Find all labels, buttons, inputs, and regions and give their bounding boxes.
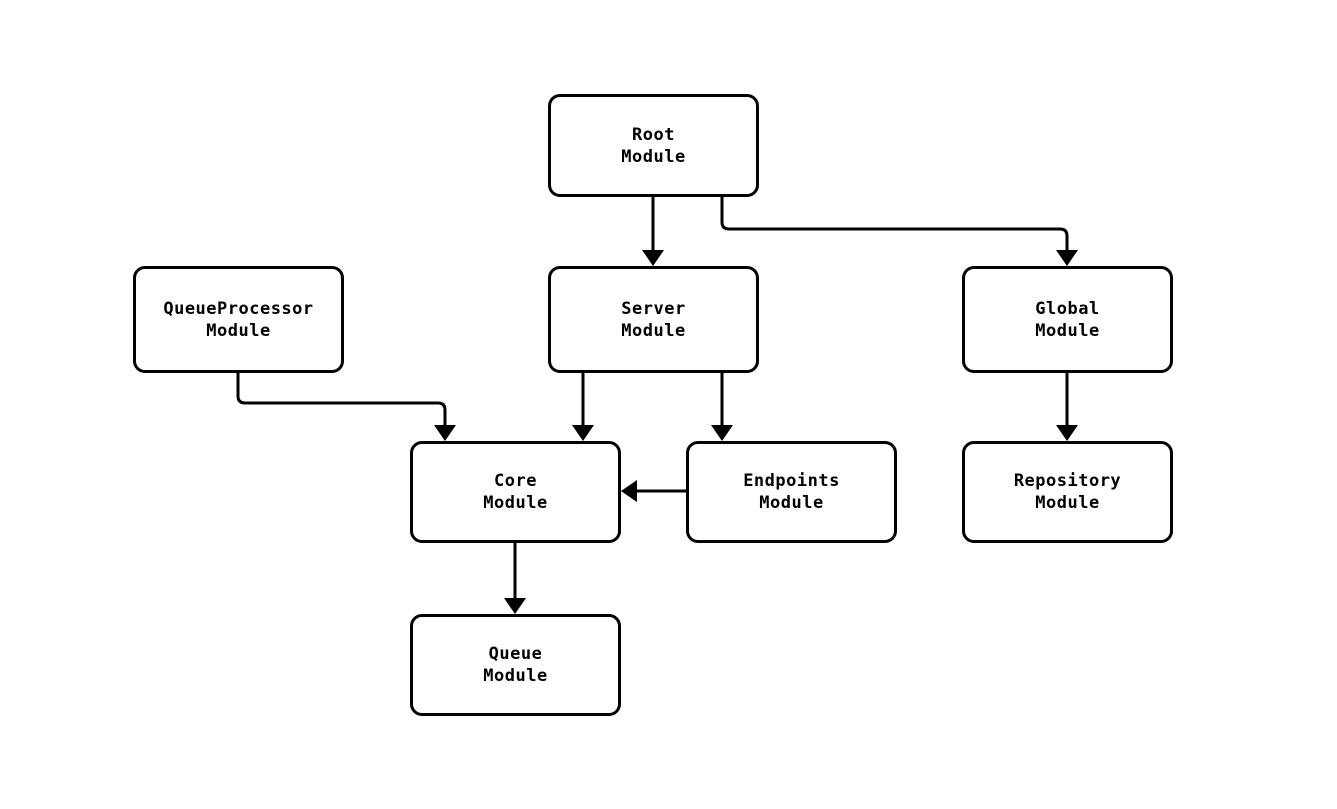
edge-root-to-global [720,197,1069,258]
arrowhead-core-to-queue [504,598,526,614]
node-global[interactable]: Global Module [962,266,1173,373]
node-repository-label: Repository Module [1013,471,1122,513]
node-server[interactable]: Server Module [548,266,759,373]
node-global-label: Global Module [1035,298,1100,341]
arrowhead-root-to-global [1056,250,1078,266]
node-repository[interactable]: Repository Module [962,441,1173,543]
node-core[interactable]: Core Module [410,441,621,543]
node-endpoints-label: Endpoints Module [743,471,840,513]
arrowhead-queueprocessor-to-core [434,425,456,441]
node-server-label: Server Module [621,298,686,341]
arrowhead-server-to-endpoints [711,425,733,441]
arrowhead-root-to-server [642,250,664,266]
node-queueprocessor-label: QueueProcessor Module [163,298,314,341]
node-endpoints[interactable]: Endpoints Module [686,441,897,543]
arrowhead-server-to-core [572,425,594,441]
node-queue-label: Queue Module [483,644,548,686]
node-root[interactable]: Root Module [548,94,759,197]
node-queue[interactable]: Queue Module [410,614,621,716]
arrowhead-endpoints-to-core [621,480,637,502]
arrowhead-global-to-repository [1056,425,1078,441]
node-root-label: Root Module [621,124,686,167]
node-queueprocessor[interactable]: QueueProcessor Module [133,266,344,373]
node-core-label: Core Module [483,471,548,513]
edge-queueprocessor-to-core [236,373,447,433]
